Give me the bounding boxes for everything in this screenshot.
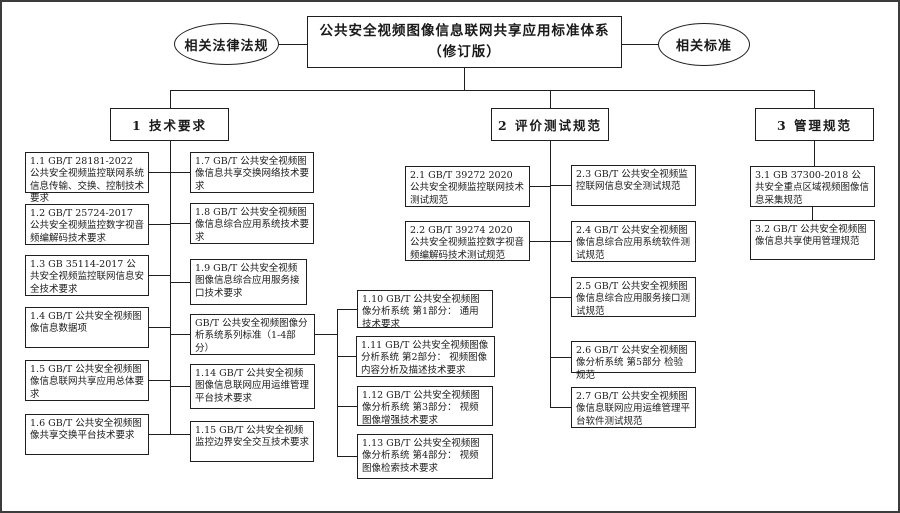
node-2-5: 2.5 GB/T 公共安全视频图像信息综合应用服务接口测试规范	[571, 277, 696, 317]
line-conn-2-6	[550, 357, 571, 358]
line-conn-2-7	[550, 407, 571, 408]
line-conn-1-6	[149, 434, 170, 435]
node-1-10: 1.10 GB/T 公共安全视频图像分析系统 第1部分： 通用技术要求	[357, 290, 493, 330]
line-conn-1-2	[149, 224, 170, 225]
line-stub-branch3	[814, 90, 815, 108]
ellipse-related-laws-label: 相关法律法规	[184, 38, 269, 54]
line-conn-1-13	[337, 456, 357, 457]
line-conn-2-5	[550, 297, 571, 298]
line-conn-1-7	[170, 172, 190, 173]
line-conn-2-1	[530, 186, 550, 187]
node-1-5: 1.5 GB/T 公共安全视频图像信息联网共享应用总体要求	[25, 360, 149, 401]
line-stub-branch1	[170, 90, 171, 108]
node-1-15: 1.15 GB/T 公共安全视频监控边界安全交互技术要求	[190, 421, 314, 462]
node-1-12: 1.12 GB/T 公共安全视频图像分析系统 第3部分： 视频图像增强技术要求	[357, 386, 493, 426]
branch3-header: 3 管理规范	[755, 108, 874, 141]
node-2-6: 2.6 GB/T 公共安全视频图像分析系统 第5部分 检验规范	[571, 341, 696, 381]
line-conn-1-10	[337, 309, 357, 310]
node-1-2: 1.2 GB/T 25724-2017 公共安全视频监控数字视音频编解码技术要求	[25, 204, 149, 245]
node-2-1: 2.1 GB/T 39272 2020 公共安全视频监控联网技术测试规范	[405, 166, 530, 207]
node-3-2: 3.2 GB/T 公共安全视频图像信息共享使用管理规范	[750, 220, 875, 260]
node-2-3: 2.3 GB/T 公共安全视频监控联网信息安全测试规范	[571, 165, 696, 206]
node-analysis-series: GB/T 公共安全视频图像分析系统系列标准（1-4部分）	[190, 314, 315, 355]
line-series-out	[315, 334, 337, 335]
node-3-1: 3.1 GB 37300-2018 公共安全重点区域视频图像信息采集规范	[750, 166, 875, 207]
branch1-header-label: 1 技术要求	[131, 118, 208, 133]
node-1-6: 1.6 GB/T 公共安全视频图像共享交换平台技术要求	[25, 414, 149, 455]
diagram-title-box: 公共安全视频图像信息联网共享应用标准体系 （修订版）	[307, 16, 622, 68]
node-1-3: 1.3 GB 35114-2017 公共安全视频监控联网信息安全技术要求	[25, 255, 149, 296]
line-conn-series	[170, 334, 190, 335]
node-2-4: 2.4 GB/T 公共安全视频图像信息综合应用系统软件测试规范	[571, 221, 696, 262]
line-conn-1-8	[170, 223, 190, 224]
line-conn-2-4	[550, 241, 571, 242]
branch2-header-label: 2 评价测试规范	[497, 118, 603, 133]
diagram-title-line1: 公共安全视频图像信息联网共享应用标准体系	[319, 23, 610, 39]
line-conn-1-11	[337, 356, 357, 357]
line-conn-1-3	[149, 275, 170, 276]
ellipse-related-laws: 相关法律法规	[174, 23, 279, 65]
line-trunk-branch1	[170, 141, 171, 435]
line-conn-2-3	[550, 185, 571, 186]
line-conn-2-2	[530, 241, 550, 242]
node-1-14: 1.14 GB/T 公共安全视频图像信息联网应用运维管理平台技术要求	[190, 364, 315, 409]
branch2-header: 2 评价测试规范	[491, 108, 609, 141]
node-1-11: 1.11 GB/T 公共安全视频图像分析系统 第2部分： 视频图像内容分析及描述…	[356, 336, 495, 377]
node-1-8: 1.8 GB/T 公共安全视频图像信息综合应用系统技术要求	[190, 203, 314, 244]
line-conn-1-4	[149, 327, 170, 328]
line-distribution	[170, 90, 815, 91]
line-conn-1-5	[149, 380, 170, 381]
line-laws-to-title	[279, 44, 307, 45]
ellipse-related-standards-label: 相关标准	[675, 39, 732, 54]
ellipse-related-standards: 相关标准	[658, 23, 750, 66]
diagram-title-line2: （修订版）	[428, 44, 501, 60]
line-trunk-analysis-parts	[337, 309, 338, 457]
line-conn-1-14	[170, 386, 190, 387]
branch3-header-label: 3 管理规范	[776, 118, 853, 133]
node-1-4: 1.4 GB/T 公共安全视频图像信息数据项	[25, 307, 149, 348]
line-conn-3-2	[812, 207, 813, 220]
branch1-header: 1 技术要求	[110, 108, 229, 141]
node-1-7: 1.7 GB/T 公共安全视频图像信息共享交换网络技术要求	[190, 152, 314, 193]
line-title-stub	[464, 68, 465, 90]
line-stub-branch2	[550, 90, 551, 108]
line-conn-1-9	[170, 282, 190, 283]
line-trunk-branch2	[550, 141, 551, 408]
node-1-1: 1.1 GB/T 28181-2022 公共安全视频监控联网系统信息传输、交换、…	[25, 152, 149, 204]
node-1-13: 1.13 GB/T 公共安全视频图像分析系统 第4部分： 视频图像检索技术要求	[357, 434, 493, 479]
node-1-9: 1.9 GB/T 公共安全视频图像信息综合应用服务接口技术要求	[190, 259, 307, 305]
node-2-7: 2.7 GB/T 公共安全视频图像信息联网应用运维管理平台软件测试规范	[571, 387, 696, 428]
line-conn-1-15	[170, 434, 190, 435]
line-conn-1-1	[149, 172, 170, 173]
line-title-to-standards	[622, 44, 658, 45]
node-2-2: 2.2 GB/T 39274 2020 公共安全视频监控数字视音频编解码技术测试…	[405, 221, 530, 261]
line-trunk-branch3	[814, 141, 815, 166]
line-conn-1-12	[337, 406, 357, 407]
